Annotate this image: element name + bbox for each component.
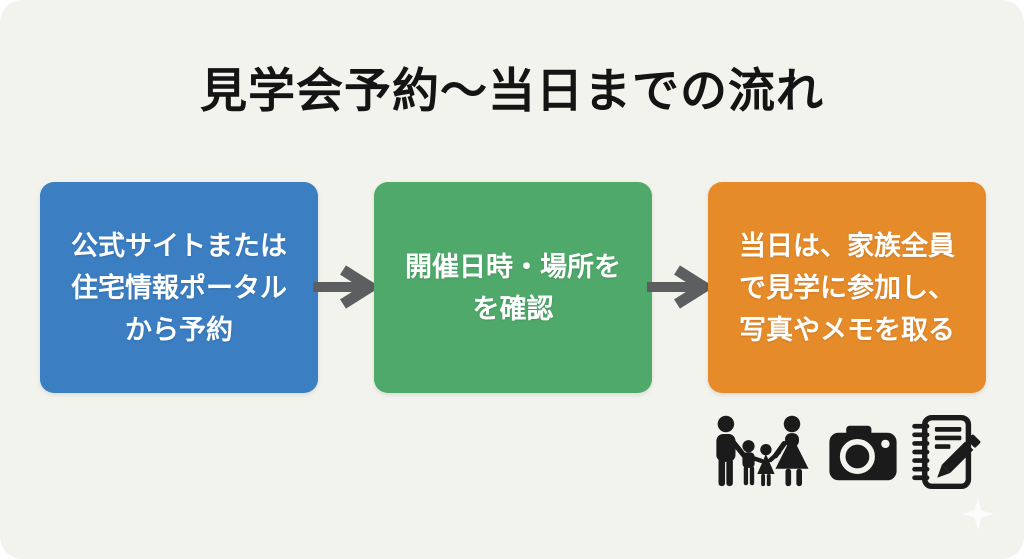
family-icon xyxy=(716,415,809,487)
sparkle-decoration xyxy=(962,498,994,530)
arrow-right-icon xyxy=(647,265,712,309)
step-card-visit: 当日は、家族全員 で見学に参加し、 写真やメモを取る xyxy=(708,182,986,393)
notebook-pencil-icon xyxy=(912,414,981,490)
step-confirm-line-2: を確認 xyxy=(472,293,554,324)
page-title: 見学会予約～当日までの流れ xyxy=(200,64,824,117)
step-visit-line-1: 当日は、家族全員 xyxy=(739,230,955,261)
step-reserve-line-3: から予約 xyxy=(125,314,233,345)
step-reserve-line-2: 住宅情報ポータル xyxy=(71,272,287,303)
camera-icon xyxy=(829,425,897,481)
step-card-confirm: 開催日時・場所を を確認 xyxy=(374,182,652,393)
step-visit-line-3: 写真やメモを取る xyxy=(739,314,955,345)
step-confirm-line-1: 開催日時・場所を xyxy=(405,251,621,282)
arrow-right-icon xyxy=(313,265,378,309)
step-visit-line-2: で見学に参加し、 xyxy=(739,272,955,303)
step-reserve-line-1: 公式サイトまたは xyxy=(71,230,287,261)
step-card-reserve: 公式サイトまたは 住宅情報ポータル から予約 xyxy=(40,182,318,393)
